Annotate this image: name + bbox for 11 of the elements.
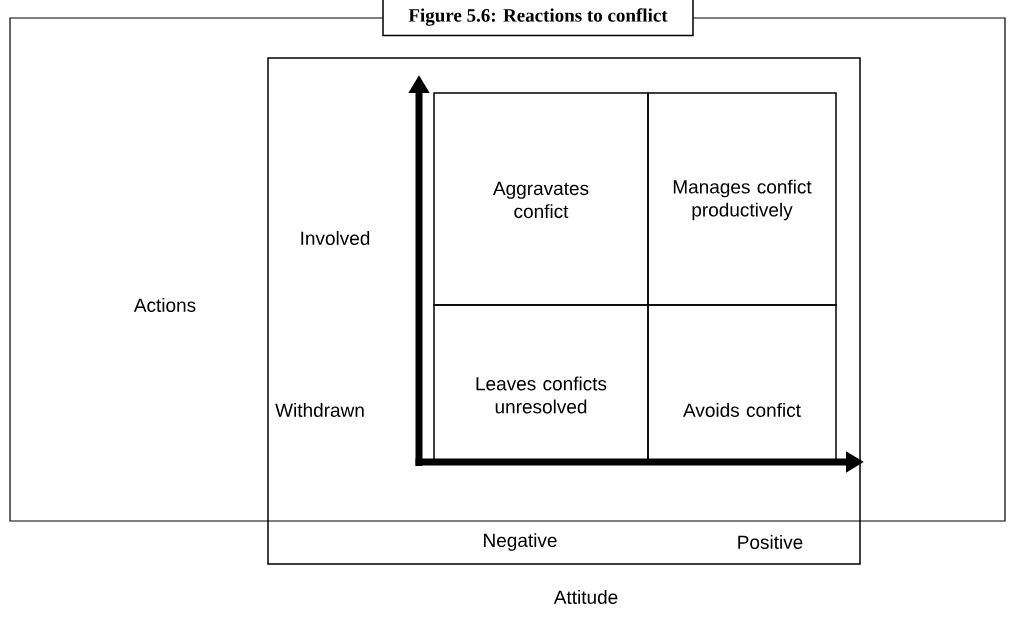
axis-label: Attitude xyxy=(553,590,618,604)
quadrant-cell: Avoids confict xyxy=(647,304,837,462)
axis-label: Positive xyxy=(738,535,803,549)
quadrant-cell: Manages confict productively xyxy=(647,92,837,306)
axis-label: Negative xyxy=(484,533,557,551)
quadrant-cell: Aggravates confict xyxy=(433,92,649,306)
quadrant-cell: Leaves conficts unresolved xyxy=(433,304,649,462)
axis-label: Actions xyxy=(133,298,196,312)
axis-label: Withdrawn xyxy=(275,403,364,417)
figure-title: Figure 5.6: Reactions to conflict xyxy=(382,0,694,37)
axis-label: Involved xyxy=(301,231,370,245)
